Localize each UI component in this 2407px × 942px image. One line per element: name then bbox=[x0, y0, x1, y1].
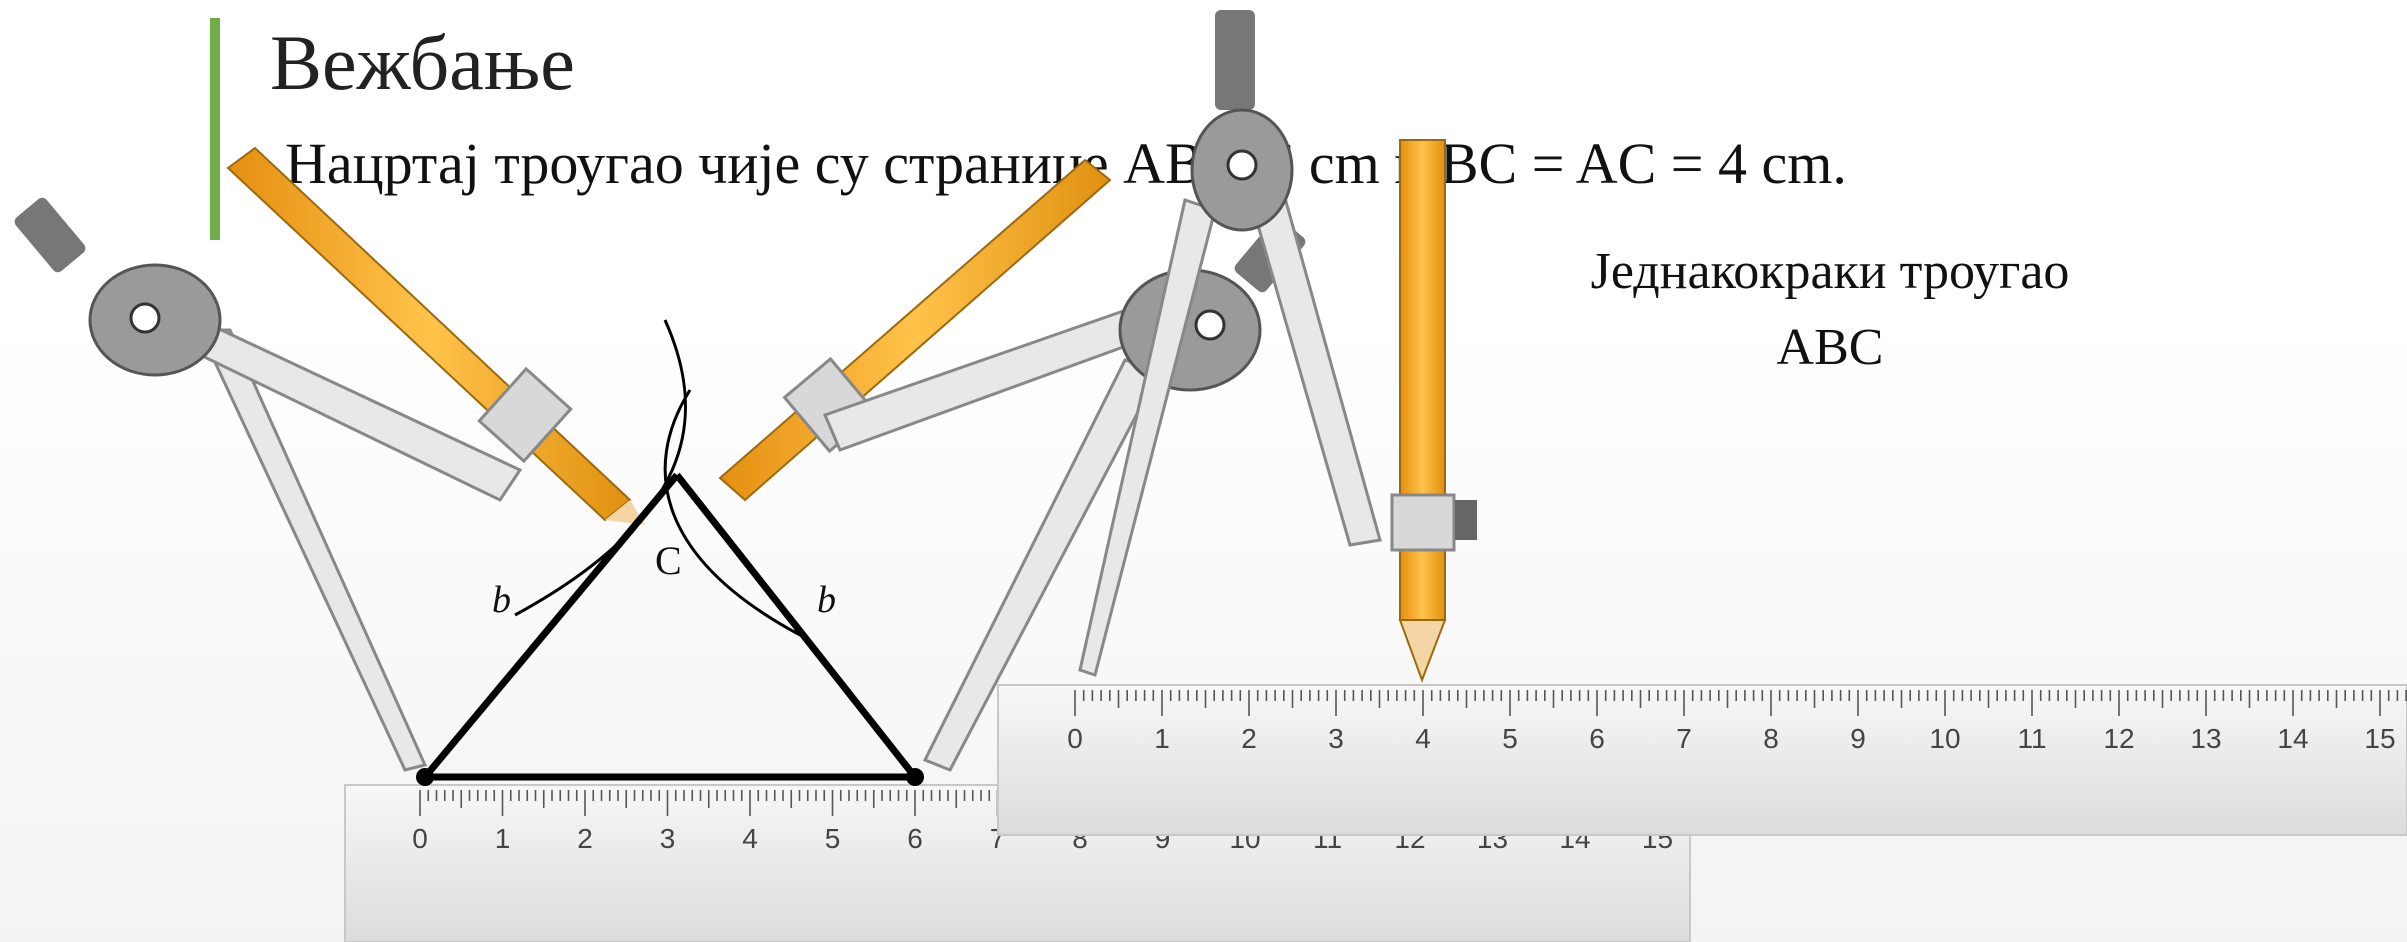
ruler-right-number: 3 bbox=[1328, 723, 1344, 754]
pencil-vertical bbox=[1390, 139, 1477, 683]
ruler-right-number: 12 bbox=[2103, 723, 2134, 754]
result-label-line2: ABC bbox=[1776, 319, 1884, 376]
ruler-right-number: 11 bbox=[2017, 723, 2046, 754]
ruler-bottom-number: 1 bbox=[495, 823, 511, 854]
ruler-bottom-number: 5 bbox=[825, 823, 841, 854]
vertex-c-label: C bbox=[655, 538, 682, 583]
ruler-bottom-number: 6 bbox=[907, 823, 923, 854]
ruler-right-number: 6 bbox=[1589, 723, 1605, 754]
slide-title: Вежбање bbox=[270, 19, 575, 106]
ruler-right-number: 14 bbox=[2277, 723, 2308, 754]
ruler-right-number: 10 bbox=[1929, 723, 1960, 754]
side-b-left-label: b bbox=[492, 579, 511, 621]
ruler-right-number: 2 bbox=[1241, 723, 1257, 754]
accent-bar bbox=[210, 18, 220, 240]
pencil-left bbox=[226, 146, 645, 525]
ruler-bottom-number: 2 bbox=[577, 823, 593, 854]
ruler-right-number: 8 bbox=[1763, 723, 1779, 754]
ruler-bottom-number: 4 bbox=[742, 823, 758, 854]
ruler-right-number: 1 bbox=[1154, 723, 1170, 754]
compass-left bbox=[14, 197, 523, 772]
result-label-line1: Једнакокраки троугао bbox=[1590, 243, 2070, 300]
ruler-right-number: 7 bbox=[1676, 723, 1692, 754]
ruler-bottom-number: 0 bbox=[412, 823, 428, 854]
ruler-right-number: 15 bbox=[2364, 723, 2395, 754]
side-b-right-label: b bbox=[817, 579, 836, 621]
ruler-right-number: 0 bbox=[1067, 723, 1083, 754]
ruler-right-number: 9 bbox=[1850, 723, 1866, 754]
compass-right bbox=[1078, 10, 1382, 677]
triangle-abc bbox=[416, 319, 924, 786]
ruler-bottom-number: 3 bbox=[660, 823, 676, 854]
ruler-right-number: 5 bbox=[1502, 723, 1518, 754]
ruler-right-number: 4 bbox=[1415, 723, 1431, 754]
pencil-middle bbox=[718, 158, 1112, 502]
ruler-right-number: 13 bbox=[2190, 723, 2221, 754]
